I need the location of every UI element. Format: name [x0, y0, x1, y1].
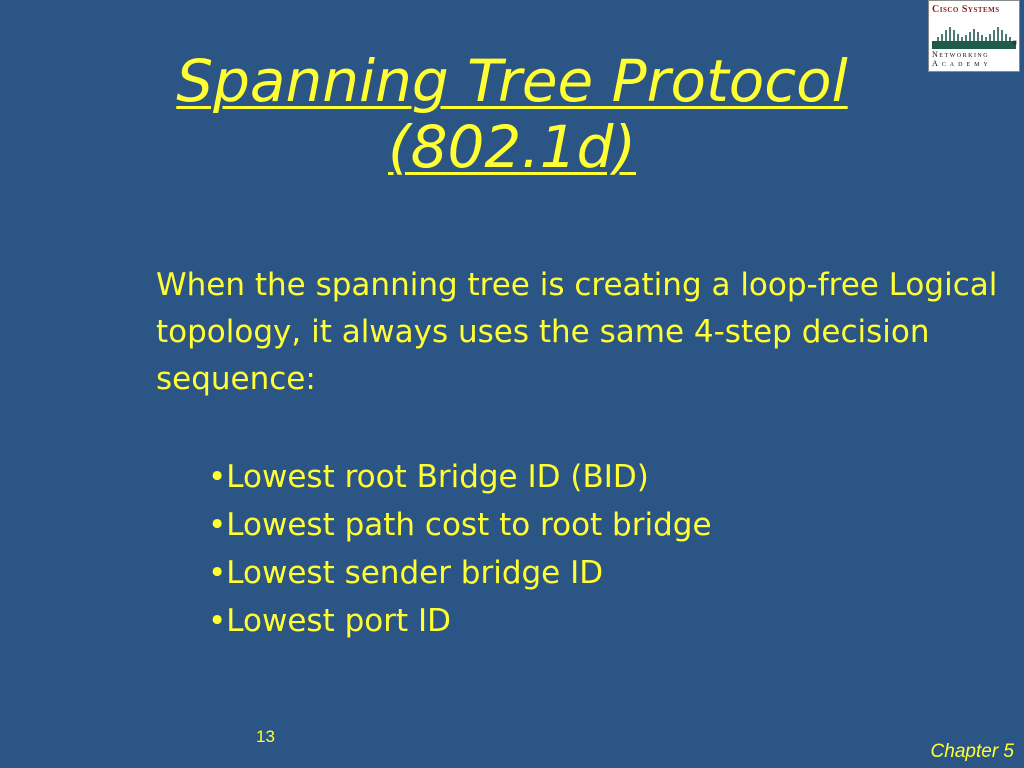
page-number: 13	[256, 727, 275, 746]
title-line-2: (802.1d)	[387, 113, 637, 181]
list-item: Lowest port ID	[208, 597, 712, 645]
logo-line-networking: Networking	[932, 50, 990, 59]
cisco-networking-academy-logo: Cisco Systems	[928, 0, 1020, 72]
slide-title: Spanning Tree Protocol (802.1d)	[112, 48, 912, 180]
logo-line-academy: Academy	[932, 59, 992, 68]
list-item: Lowest path cost to root bridge	[208, 501, 712, 549]
chapter-label: Chapter 5	[930, 741, 1014, 762]
bullet-icon	[208, 555, 226, 591]
logo-academy-text: Networking Academy	[932, 50, 992, 68]
bullet-icon	[208, 507, 226, 543]
list-item: Lowest sender bridge ID	[208, 549, 712, 597]
bullet-icon	[208, 459, 226, 495]
intro-paragraph: When the spanning tree is creating a loo…	[156, 267, 998, 397]
bullet-icon	[208, 603, 226, 639]
title-line-1: Spanning Tree Protocol	[176, 47, 848, 115]
list-item: Lowest root Bridge ID (BID)	[208, 453, 712, 501]
cisco-bridge-icon	[932, 19, 1016, 49]
registered-mark: ®	[1012, 41, 1017, 47]
logo-brand-text: Cisco Systems	[932, 4, 1000, 15]
decision-sequence-list: Lowest root Bridge ID (BID) Lowest path …	[208, 453, 712, 645]
